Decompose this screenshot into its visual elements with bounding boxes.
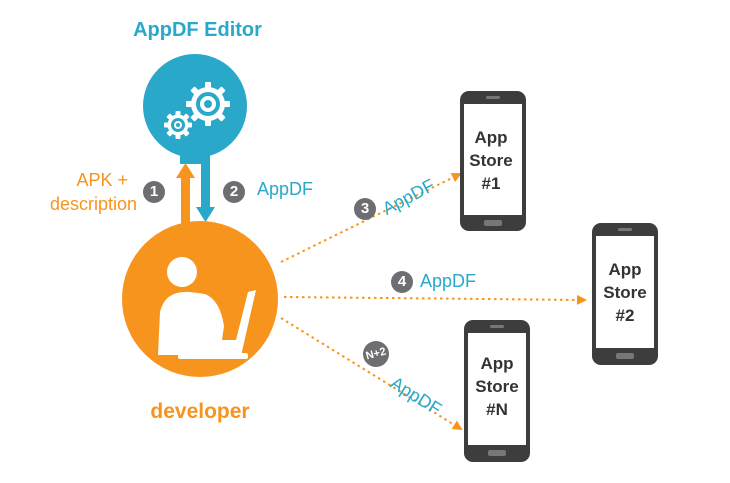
step2-label: AppDF: [257, 179, 314, 199]
gears-icon: [164, 82, 230, 139]
developer-node: [122, 221, 278, 377]
store2-label: App Store #2: [600, 258, 650, 327]
step1-label-line1: APK +: [76, 170, 128, 190]
arrow-to-store2: [283, 294, 587, 305]
step2-badge: 2: [223, 181, 245, 203]
developer-title: developer: [150, 400, 250, 423]
storeN-line2: Store: [475, 377, 519, 396]
step4-badge: 4: [391, 271, 413, 293]
store2-line1: App: [608, 260, 642, 279]
store1-line3: #1: [481, 174, 501, 193]
download-arrow: [196, 163, 215, 222]
step1-badge: 1: [143, 181, 165, 203]
store1-phone: [460, 91, 526, 231]
editor-node: [143, 54, 247, 164]
person-laptop-icon: [158, 257, 256, 359]
store1-line1: App: [474, 128, 508, 147]
arrow-to-storeN: [280, 317, 463, 431]
smartphone-icon: [464, 320, 530, 462]
smartphone-icon: [460, 91, 526, 231]
storeN-line3: #N: [486, 400, 508, 419]
step3-badge: 3: [354, 198, 376, 220]
upload-arrow: [176, 163, 195, 228]
smartphone-icon: [592, 223, 658, 365]
store1-label: App Store #1: [468, 126, 514, 195]
storeN-line1: App: [480, 354, 514, 373]
store2-line3: #2: [615, 306, 635, 325]
store1-line2: Store: [469, 151, 513, 170]
step4-label: AppDF: [420, 271, 477, 291]
store2-line2: Store: [603, 283, 647, 302]
store2-phone: [592, 223, 658, 365]
editor-title: AppDF Editor: [133, 19, 262, 41]
storeN-label: App Store #N: [474, 352, 520, 421]
step1-label-line2: description: [50, 194, 138, 214]
step1-label: APK + description: [50, 168, 138, 216]
storeN-phone: [464, 320, 530, 462]
